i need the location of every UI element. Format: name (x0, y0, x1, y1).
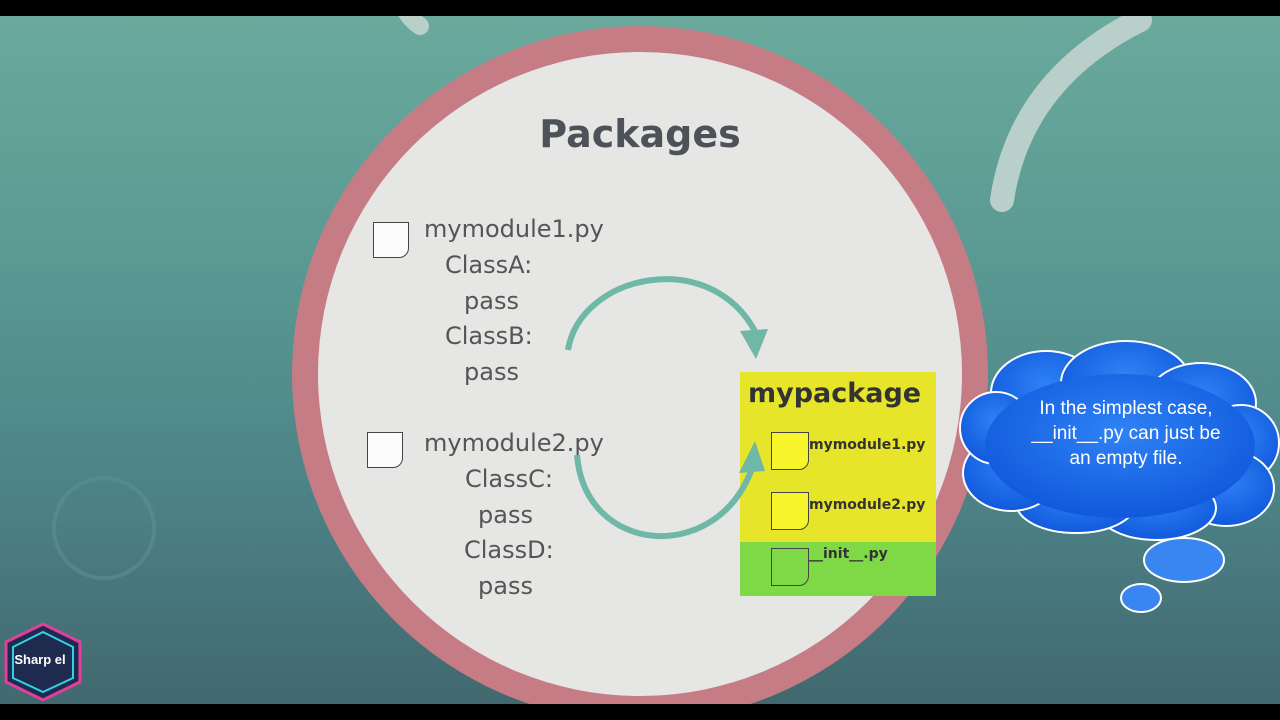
arrow-module2-to-package (574, 441, 765, 540)
background-arc-right (990, 16, 1152, 212)
arrow-module1-to-package (565, 276, 768, 359)
thought-cloud-callout (959, 340, 1280, 613)
background-circle-faint (52, 476, 156, 580)
slide-title: Packages (539, 112, 741, 156)
logo-text: Sharp el (14, 652, 66, 667)
package-module2-file-icon (771, 492, 809, 530)
package-module1-file-icon (771, 432, 809, 470)
module2-line-1: ClassC: (465, 465, 553, 493)
module1-line-2: pass (464, 287, 519, 315)
file-icon (373, 222, 409, 258)
module2-filename: mymodule2.py (424, 429, 604, 457)
file-icon (367, 432, 403, 468)
module1-line-1: ClassA: (445, 251, 533, 279)
package-module1-label: mymodule1.py (809, 437, 926, 453)
package-init-label: __init__.py (809, 546, 888, 562)
channel-logo (4, 622, 82, 702)
callout-line-3: an empty file. (1069, 448, 1183, 469)
module1-line-4: pass (464, 358, 519, 386)
module2-line-4: pass (478, 572, 533, 600)
package-module2-label: mymodule2.py (809, 497, 926, 513)
package-name: mypackage (748, 378, 922, 409)
module2-line-3: ClassD: (464, 536, 554, 564)
callout-line-1: In the simplest case, (1039, 398, 1213, 419)
callout-text: In the simplest case, __init__.py can ju… (1006, 396, 1246, 471)
module1-filename: mymodule1.py (424, 215, 604, 243)
module2-line-2: pass (478, 501, 533, 529)
background-arc-top (398, 16, 429, 35)
package-init-file-icon (771, 548, 809, 586)
module1-line-3: ClassB: (445, 322, 533, 350)
callout-line-2: __init__.py can just be (1031, 423, 1221, 444)
